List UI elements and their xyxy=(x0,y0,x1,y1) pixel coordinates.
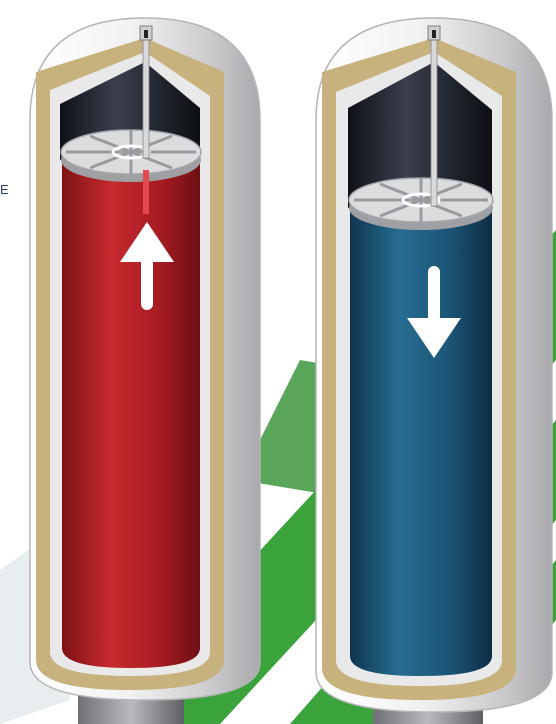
right-tank-cold-water xyxy=(350,208,492,676)
right-tank xyxy=(316,18,552,724)
right-tank-rod xyxy=(431,28,437,206)
left-tank-rod xyxy=(143,28,149,158)
left-tank-hot-water xyxy=(62,160,200,668)
left-tank xyxy=(30,18,260,724)
